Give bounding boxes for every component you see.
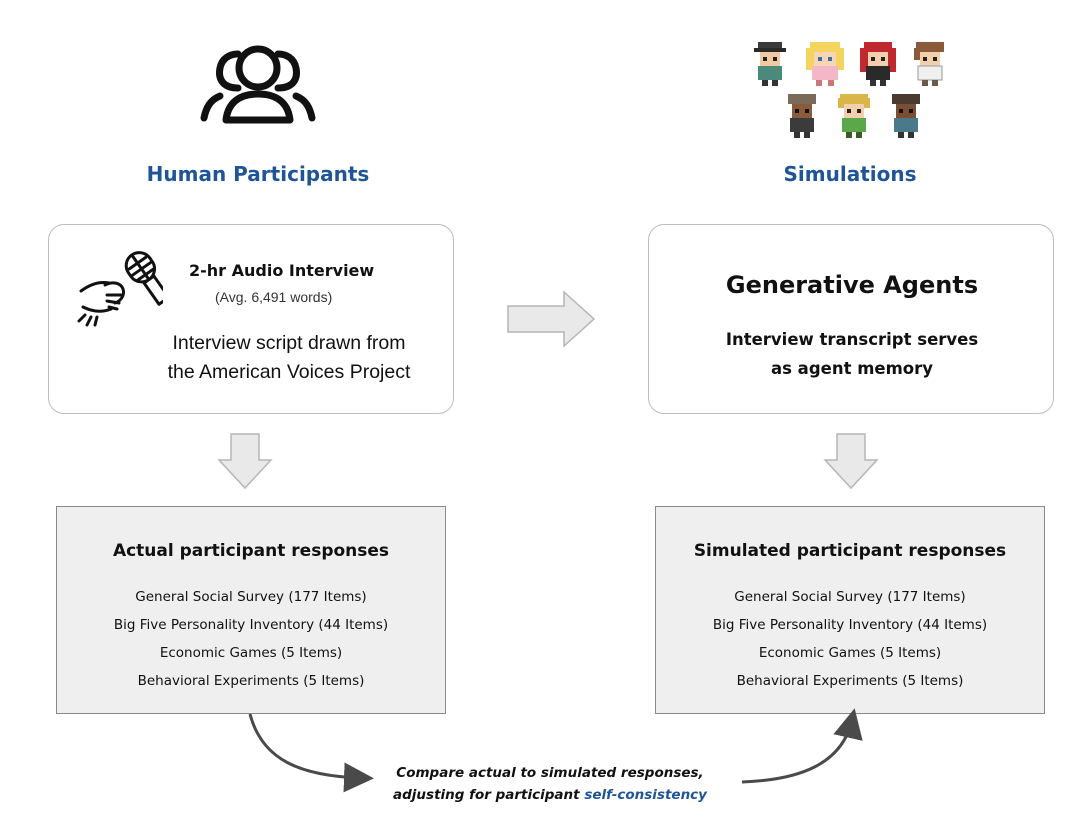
people-group-icon: [198, 38, 318, 128]
compare-line2: adjusting for participant self-consisten…: [340, 784, 760, 806]
simulated-response-item: General Social Survey (177 Items): [734, 589, 966, 605]
generative-agents-description: Interview transcript serves as agent mem…: [649, 325, 1055, 383]
avatar-hat-man-icon: [754, 42, 786, 86]
right-arrow: [506, 290, 596, 348]
hand-microphone-icon: [77, 245, 171, 327]
avatar-blond-boy-icon: [838, 94, 870, 138]
interview-desc-line1: Interview script drawn from: [172, 332, 406, 354]
actual-response-item: Big Five Personality Inventory (44 Items…: [113, 617, 389, 633]
interview-description: Interview script drawn from the American…: [149, 329, 429, 387]
audio-interview-box: 2-hr Audio Interview (Avg. 6,491 words) …: [48, 224, 454, 414]
compare-line1: Compare actual to simulated responses,: [396, 765, 704, 781]
avatar-blonde-girl-icon: [806, 42, 844, 86]
simulated-response-item: Big Five Personality Inventory (44 Items…: [712, 617, 988, 633]
compare-line2-prefix: adjusting for participant: [393, 787, 585, 803]
avatar-dark-skin-boy-icon: [892, 94, 920, 138]
interview-title: 2-hr Audio Interview: [189, 261, 375, 280]
interview-subtitle: (Avg. 6,491 words): [215, 289, 333, 305]
self-consistency-highlight: self-consistency: [584, 787, 707, 803]
generative-agents-box: Generative Agents Interview transcript s…: [648, 224, 1054, 414]
ga-desc-line2: as agent memory: [770, 359, 934, 378]
simulated-responses-title: Simulated participant responses: [693, 541, 1007, 561]
actual-responses-box: Actual participant responses General Soc…: [56, 506, 446, 714]
actual-response-item: Economic Games (5 Items): [159, 645, 343, 661]
avatar-dark-skin-man-icon: [788, 94, 816, 138]
actual-response-item: General Social Survey (177 Items): [135, 589, 367, 605]
simulated-response-item: Economic Games (5 Items): [758, 645, 942, 661]
down-arrow-left: [217, 432, 273, 490]
compare-connector: [0, 700, 1080, 817]
ga-desc-line1: Interview transcript serves: [725, 330, 979, 349]
actual-response-item: Behavioral Experiments (5 Items): [137, 673, 365, 689]
avatar-red-hair-girl-icon: [860, 42, 896, 86]
interview-desc-line2: the American Voices Project: [167, 361, 411, 383]
simulated-response-item: Behavioral Experiments (5 Items): [736, 673, 964, 689]
simulations-heading: Simulations: [783, 162, 917, 186]
avatar-brown-hair-boy-icon: [914, 42, 944, 86]
human-participants-heading: Human Participants: [146, 162, 370, 186]
compare-caption: Compare actual to simulated responses, a…: [340, 762, 760, 806]
generative-agents-title: Generative Agents: [725, 271, 979, 299]
down-arrow-right: [823, 432, 879, 490]
simulated-responses-box: Simulated participant responses General …: [655, 506, 1045, 714]
agent-avatars: [748, 40, 958, 145]
actual-responses-title: Actual participant responses: [112, 541, 390, 561]
